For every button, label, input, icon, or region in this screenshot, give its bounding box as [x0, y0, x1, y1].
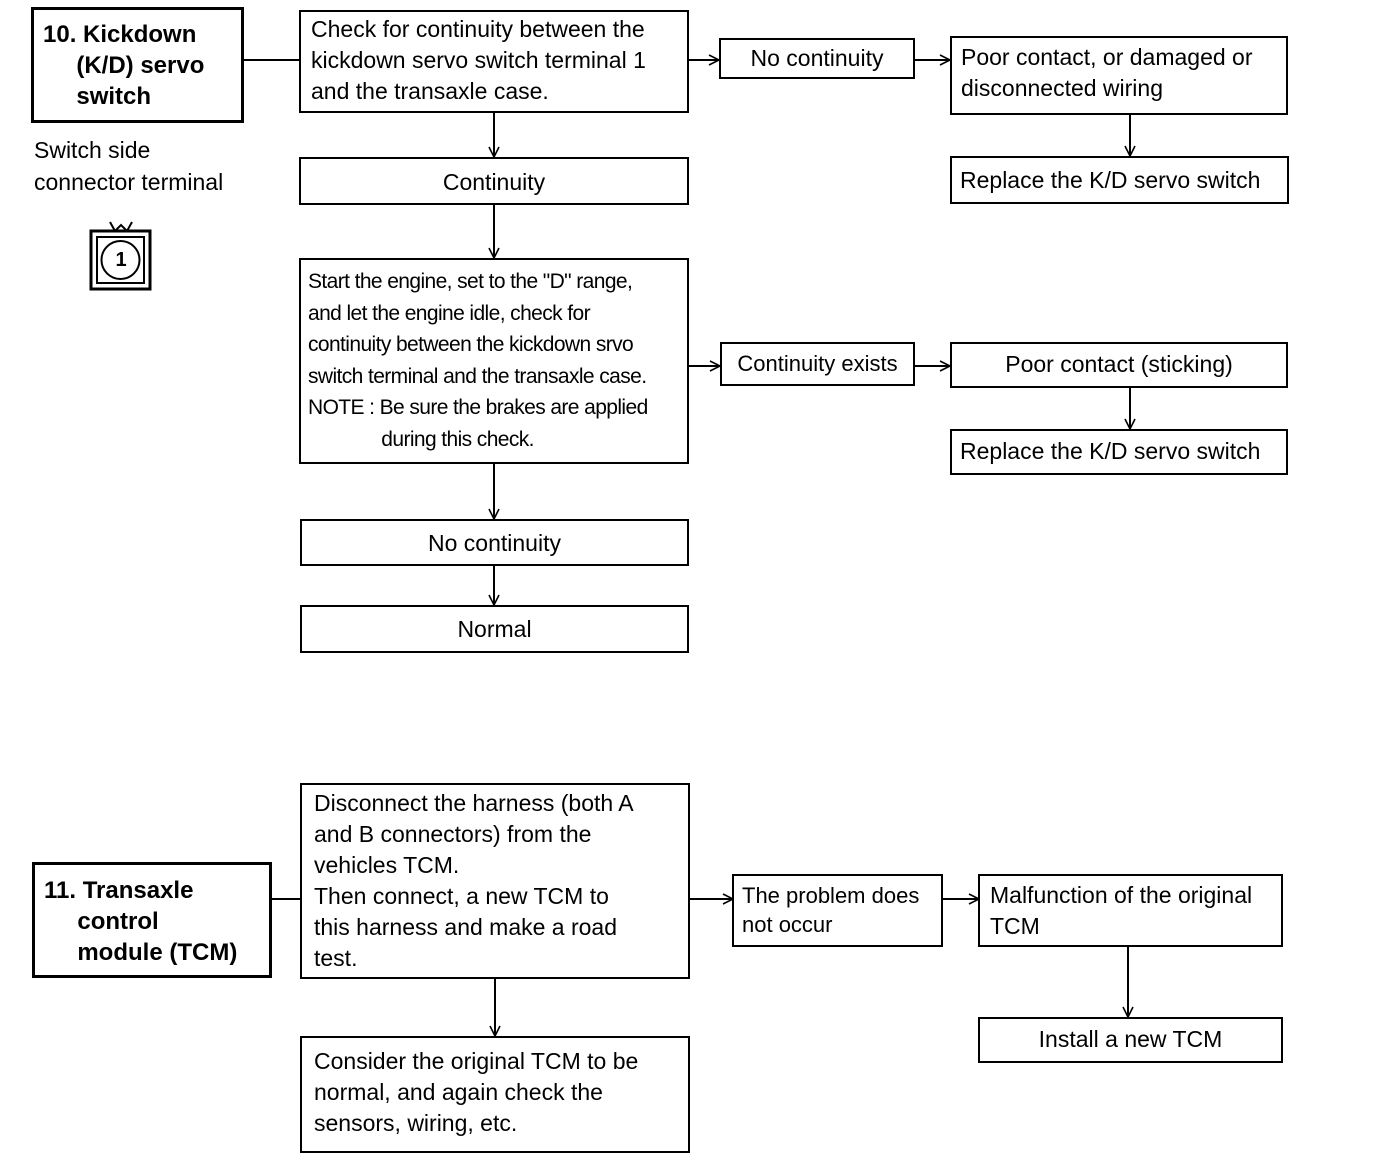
check2-box: Start the engine, set to the "D" range, …	[299, 258, 689, 464]
poor-contact-wiring-box: Poor contact, or damaged or disconnected…	[950, 36, 1288, 115]
poor-contact-wiring-text: Poor contact, or damaged or disconnected…	[961, 44, 1253, 101]
check2-text: Start the engine, set to the "D" range, …	[308, 270, 648, 451]
replace-switch-label-1: Replace the K/D servo switch	[960, 167, 1261, 193]
no-continuity-label-1: No continuity	[750, 45, 884, 71]
replace-switch-box-2: Replace the K/D servo switch	[950, 429, 1288, 475]
section11-title-box: 11. Transaxle control module (TCM)	[32, 862, 272, 978]
normal-box: Normal	[300, 605, 689, 653]
no-continuity-label-2: No continuity	[428, 530, 561, 556]
problem-not-occur-text: The problem does not occur	[742, 883, 920, 937]
consider-normal-text: Consider the original TCM to be normal, …	[314, 1048, 639, 1136]
install-new-tcm-box: Install a new TCM	[978, 1017, 1283, 1063]
consider-normal-box: Consider the original TCM to be normal, …	[300, 1036, 690, 1153]
terminal-number: 1	[115, 249, 127, 271]
malfunction-box: Malfunction of the original TCM	[978, 874, 1283, 947]
section10-title-box: 10. Kickdown (K/D) servo switch	[31, 7, 244, 123]
continuity-exists-box: Continuity exists	[720, 342, 915, 386]
section11-title: 11. Transaxle control module (TCM)	[44, 877, 238, 966]
check1-box: Check for continuity between the kickdow…	[299, 10, 689, 113]
replace-switch-label-2: Replace the K/D servo switch	[960, 438, 1261, 464]
problem-not-occur-box: The problem does not occur	[732, 874, 943, 947]
tcm-check-box: Disconnect the harness (both A and B con…	[300, 783, 690, 979]
normal-label: Normal	[457, 616, 532, 642]
section10-title: 10. Kickdown (K/D) servo switch	[43, 21, 205, 110]
no-continuity-box-1: No continuity	[719, 38, 915, 79]
install-new-tcm-label: Install a new TCM	[1038, 1026, 1223, 1052]
continuity-exists-label: Continuity exists	[737, 351, 898, 376]
no-continuity-box-2: No continuity	[300, 519, 689, 566]
connector-caption: Switch side connector terminal	[34, 137, 224, 195]
malfunction-text: Malfunction of the original TCM	[990, 882, 1253, 939]
poor-contact-sticking-box: Poor contact (sticking)	[950, 342, 1288, 388]
check1-text: Check for continuity between the kickdow…	[311, 16, 646, 104]
connector-terminal-icon	[89, 221, 152, 291]
poor-contact-sticking-label: Poor contact (sticking)	[1005, 351, 1233, 377]
replace-switch-box-1: Replace the K/D servo switch	[950, 156, 1289, 204]
continuity-box: Continuity	[299, 157, 689, 205]
tcm-check-text: Disconnect the harness (both A and B con…	[314, 790, 634, 971]
continuity-label: Continuity	[442, 169, 546, 195]
